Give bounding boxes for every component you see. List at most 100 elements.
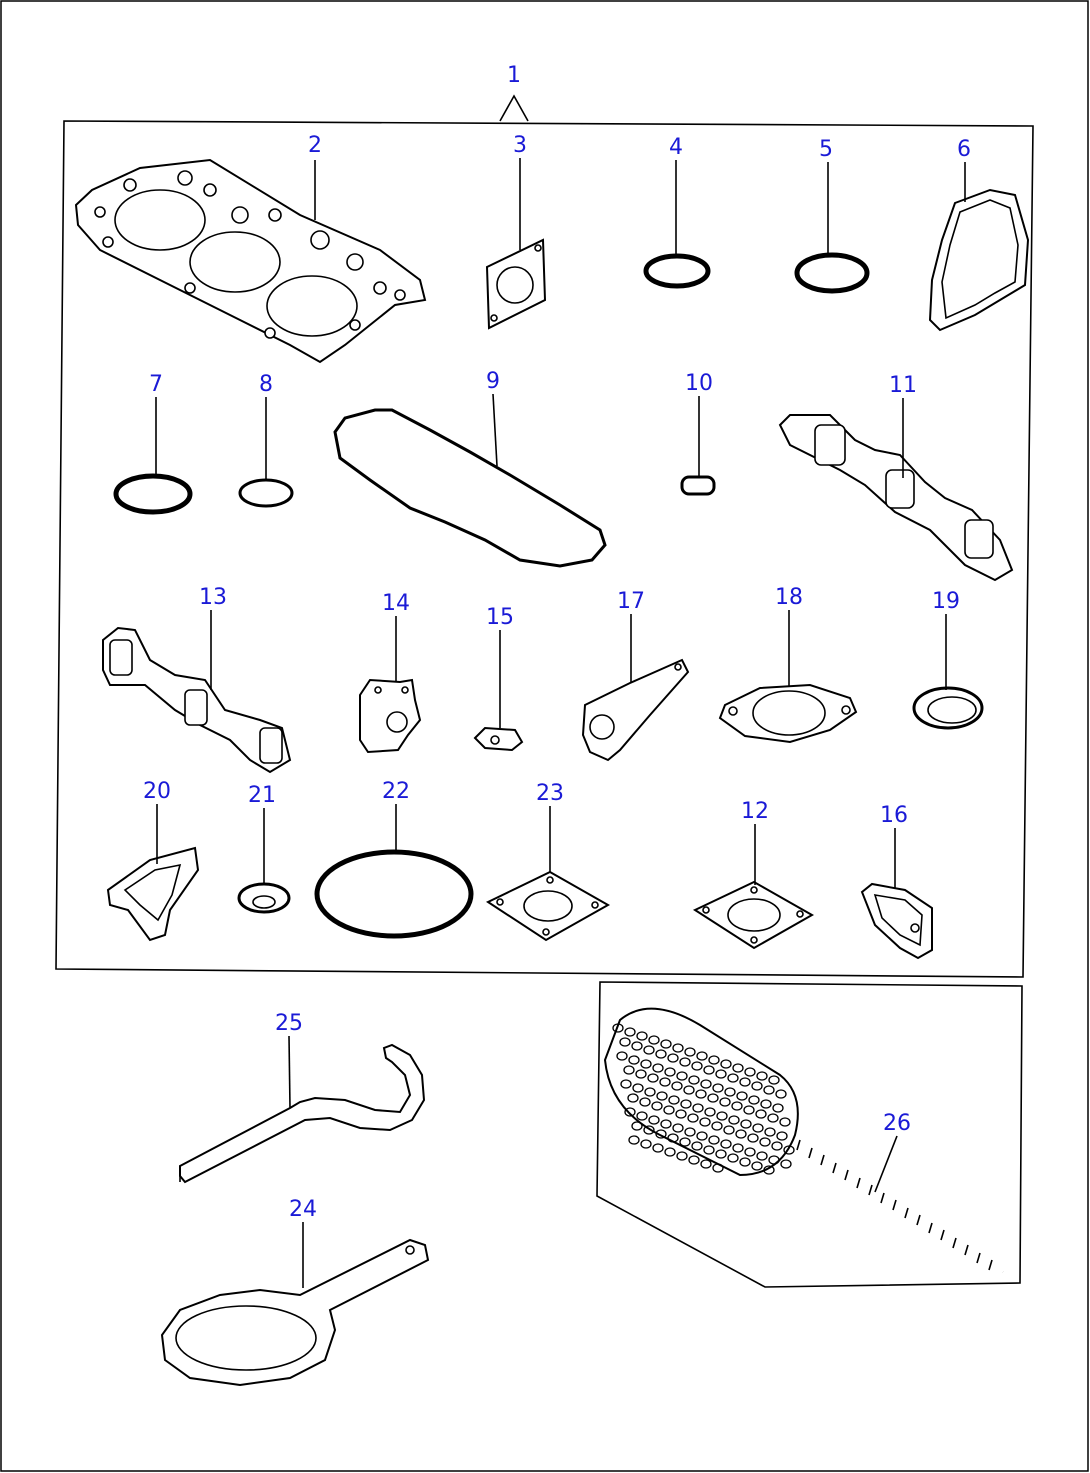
part-label-19: 19 [932,589,960,614]
cover-gasket-6[interactable] [928,188,1030,332]
bristle [736,1091,748,1101]
bristle [755,1109,767,1119]
bristle [647,1073,659,1083]
part-label-11: 11 [889,373,917,398]
bristle [639,1097,651,1107]
bristle [648,1115,660,1125]
part-label-8: 8 [259,372,273,397]
bristle [691,1061,703,1071]
bristle [767,1113,779,1123]
gasket-20[interactable] [106,846,200,942]
square-gasket-23[interactable] [485,870,611,942]
bristle [747,1133,759,1143]
oil-seal-19[interactable] [912,686,984,730]
bristle [712,1163,724,1173]
bristle [664,1147,676,1157]
part-label-23: 23 [536,781,564,806]
bristle [660,1039,672,1049]
bristle [764,1127,776,1137]
flange-gasket-18[interactable] [718,683,858,744]
square-gasket-3[interactable] [485,238,547,330]
bristle [732,1063,744,1073]
bristle [640,1139,652,1149]
gasket-16[interactable] [860,882,933,960]
manifold-gasket-11[interactable] [778,414,1014,582]
bristle [635,1069,647,1079]
bristle [699,1117,711,1127]
bristle [667,1053,679,1063]
part-label-6: 6 [957,137,971,162]
ring-spanner-wrench-24[interactable] [160,1238,430,1387]
bristle [744,1067,756,1077]
bristle [743,1105,755,1115]
bristle [636,1031,648,1041]
bristle [655,1129,667,1139]
bristle [700,1159,712,1169]
small-seal-10[interactable] [680,475,716,496]
bristle [667,1133,679,1143]
leader-26 [874,1135,898,1193]
bristle [679,1057,691,1067]
manifold-gasket-13[interactable] [102,626,292,774]
bristle [676,1151,688,1161]
part-label-18: 18 [775,585,803,610]
bristle [723,1125,735,1135]
bristle [756,1071,768,1081]
kit-boundary [55,120,1034,978]
bristle [652,1143,664,1153]
bristle [631,1121,643,1131]
bristle [695,1089,707,1099]
cylinder-head-gasket[interactable] [74,158,427,364]
o-ring-5[interactable] [794,252,870,294]
bristle [688,1075,700,1085]
bristle [728,1115,740,1125]
bristle [620,1079,632,1089]
bristle [640,1059,652,1069]
o-ring-8[interactable] [238,478,294,508]
o-ring-7[interactable] [113,473,193,515]
part-label-22: 22 [382,779,410,804]
bristle [748,1095,760,1105]
gasket-14[interactable] [359,678,422,754]
part-label-4: 4 [669,135,683,160]
o-ring-4[interactable] [643,253,711,289]
part-label-7: 7 [149,372,163,397]
gasket-15[interactable] [473,726,524,752]
bristle [683,1085,695,1095]
kit-bracket [499,94,529,122]
bristle [663,1105,675,1115]
rocker-cover-gasket-9[interactable] [333,408,607,568]
gasket-17[interactable] [581,658,690,762]
bristle [780,1159,792,1169]
bristle [715,1069,727,1079]
cylinder-hone-brush-26[interactable] [603,1007,1005,1275]
part-label-13: 13 [199,585,227,610]
bristle [752,1123,764,1133]
bristle [628,1055,640,1065]
bristle [656,1091,668,1101]
bristle [696,1131,708,1141]
bristle [719,1097,731,1107]
bristle [668,1095,680,1105]
large-o-ring-22[interactable] [314,849,474,939]
bristle [643,1045,655,1055]
part-label-1: 1 [507,63,521,88]
bristle [643,1125,655,1135]
bristle [700,1079,712,1089]
bristle [720,1139,732,1149]
bristle [732,1143,744,1153]
square-gasket-12[interactable] [692,880,815,950]
bristle [688,1155,700,1165]
part-label-2: 2 [308,133,322,158]
bristle [687,1113,699,1123]
bristle [692,1103,704,1113]
bristle [744,1147,756,1157]
bristle [632,1083,644,1093]
bristle [731,1101,743,1111]
bristle [708,1135,720,1145]
bristle [616,1051,628,1061]
bristle [779,1117,791,1127]
hook-spanner-wrench-25[interactable] [179,1043,426,1184]
washer-21[interactable] [237,882,291,914]
